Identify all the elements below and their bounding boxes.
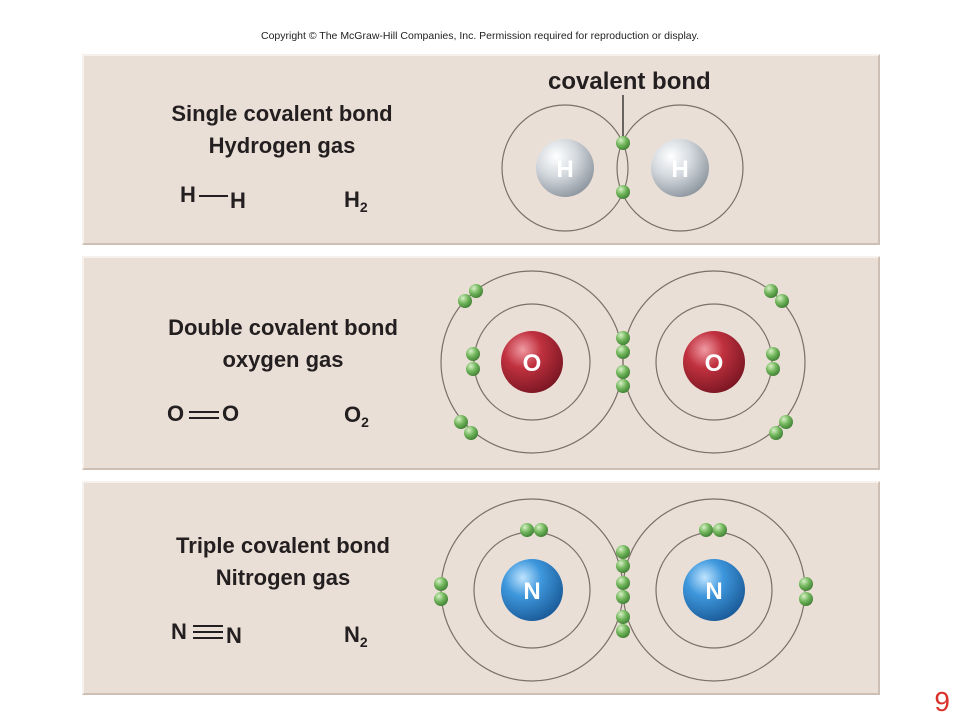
- double-bond-line-1: [189, 411, 219, 413]
- covalent-bond-label: covalent bond: [548, 68, 711, 95]
- page-number: 9: [934, 686, 950, 717]
- structural-left-atom: O: [167, 401, 185, 426]
- structural-right-atom: O: [222, 401, 240, 426]
- copyright-notice: Copyright © The McGraw-Hill Companies, I…: [260, 30, 700, 42]
- panel-nitrogen-title: Triple covalent bond Nitrogen gas: [123, 530, 443, 594]
- structural-right-atom: N: [226, 623, 242, 648]
- formula-symbol: O: [344, 402, 362, 427]
- formula-subscript: 2: [359, 199, 368, 215]
- formula-subscript: 2: [361, 414, 369, 430]
- title-line-1: Double covalent bond: [168, 315, 398, 340]
- title-line-2: oxygen gas: [222, 347, 344, 372]
- formula-symbol: N: [344, 622, 360, 647]
- title-line-2: Nitrogen gas: [215, 565, 351, 590]
- title-line-1: Single covalent bond: [171, 101, 393, 126]
- structural-right-atom: H: [230, 188, 246, 213]
- panel-oxygen-title: Double covalent bond oxygen gas: [123, 312, 443, 376]
- triple-bond-line-3: [193, 637, 223, 639]
- triple-bond-line-1: [193, 625, 223, 627]
- formula-symbol: H: [344, 187, 360, 212]
- molecular-formula: O2: [344, 402, 369, 430]
- triple-bond-line-2: [193, 631, 223, 633]
- molecular-formula: H2: [344, 187, 368, 215]
- molecular-formula: N2: [344, 622, 368, 650]
- single-bond-line: [199, 195, 228, 197]
- double-bond-line-2: [189, 417, 219, 419]
- structural-left-atom: H: [180, 182, 196, 207]
- formula-subscript: 2: [359, 634, 368, 650]
- title-line-1: Triple covalent bond: [176, 533, 390, 558]
- panel-hydrogen-title: Single covalent bond Hydrogen gas: [122, 98, 442, 162]
- structural-left-atom: N: [171, 619, 187, 644]
- title-line-2: Hydrogen gas: [208, 133, 356, 158]
- panel-hydrogen: [82, 54, 880, 245]
